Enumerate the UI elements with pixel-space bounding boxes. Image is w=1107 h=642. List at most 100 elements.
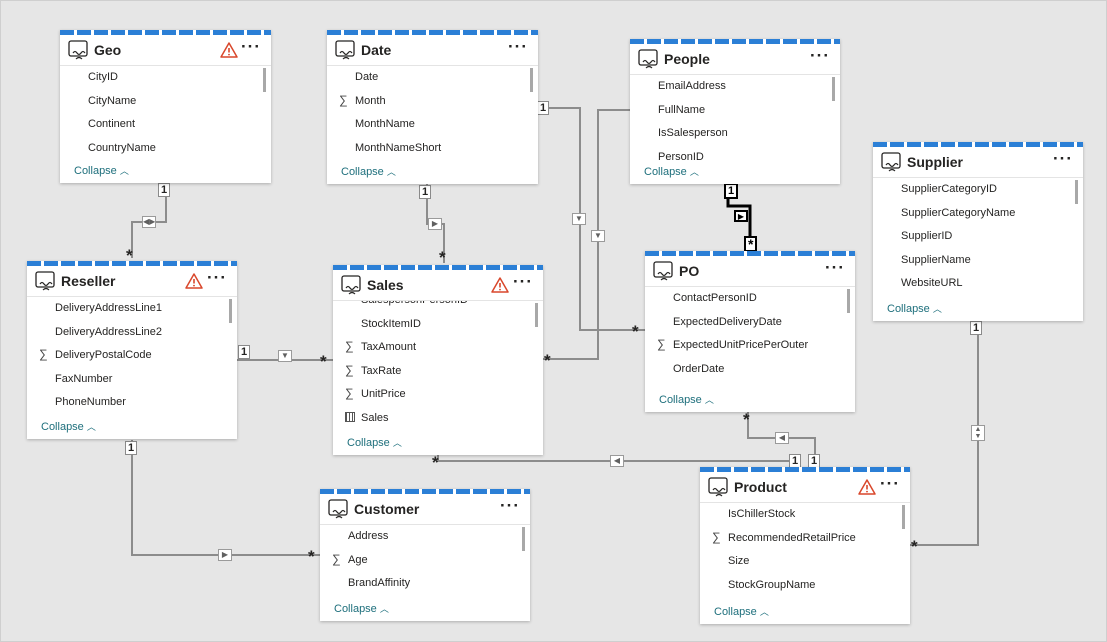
field-row[interactable]: PersonID	[630, 146, 828, 163]
field-row[interactable]: DeliveryAddressLine2	[27, 321, 225, 345]
table-header[interactable]: Customer···	[320, 494, 530, 525]
field-row[interactable]: SupplierCategoryName	[873, 202, 1071, 226]
table-header[interactable]: Geo···	[60, 35, 271, 66]
field-row[interactable]: Continent	[60, 113, 259, 137]
rel-date-po-arrow-icon[interactable]: ▼	[572, 213, 586, 225]
scrollbar[interactable]	[530, 68, 533, 92]
collapse-button[interactable]: Collapse︿	[644, 165, 699, 178]
field-row[interactable]: Sales	[333, 407, 531, 431]
table-card-product[interactable]: Product···IsChillerStock∑RecommendedReta…	[700, 467, 910, 624]
more-options-icon[interactable]: ···	[825, 258, 845, 277]
collapse-button[interactable]: Collapse︿	[659, 393, 714, 406]
more-options-icon[interactable]: ···	[241, 37, 261, 56]
field-row[interactable]: Size	[700, 550, 898, 574]
scrollbar[interactable]	[229, 299, 232, 323]
collapse-button[interactable]: Collapse︿	[347, 436, 402, 449]
more-options-icon[interactable]: ···	[1053, 149, 1073, 168]
rel-product-sales-arrow-icon[interactable]: ◀	[610, 455, 624, 467]
field-row[interactable]: Address	[320, 525, 518, 549]
scrollbar[interactable]	[522, 527, 525, 551]
more-options-icon[interactable]: ···	[810, 46, 830, 65]
table-header[interactable]: Product···	[700, 472, 910, 503]
field-row[interactable]: SupplierName	[873, 249, 1071, 273]
table-header[interactable]: Reseller···	[27, 266, 237, 297]
field-row[interactable]: ∑TaxAmount	[333, 336, 531, 360]
table-header[interactable]: Sales···	[333, 270, 543, 301]
field-row[interactable]: DeliveryAddressLine1	[27, 297, 225, 321]
more-options-icon[interactable]: ···	[500, 496, 520, 515]
rel-people-po-arrow-icon[interactable]: ▶	[734, 210, 748, 222]
field-row[interactable]: ∑DeliveryPostalCode	[27, 344, 225, 368]
rel-people-po-many[interactable]: *	[744, 236, 758, 252]
field-row[interactable]: PhoneNumber	[27, 391, 225, 415]
collapse-button[interactable]: Collapse︿	[334, 602, 389, 615]
table-header[interactable]: People···	[630, 44, 840, 75]
rel-product-po-arrow-icon[interactable]: ◀	[775, 432, 789, 444]
field-row[interactable]: SupplierCategoryID	[873, 178, 1071, 202]
rel-reseller-customer-arrow-icon[interactable]: ▶	[218, 549, 232, 561]
warning-icon[interactable]	[491, 276, 509, 294]
field-row[interactable]: CountryName	[60, 137, 259, 161]
field-row[interactable]: MonthName	[327, 113, 526, 137]
field-row[interactable]: StockItemID	[333, 313, 531, 337]
collapse-button[interactable]: Collapse︿	[887, 302, 942, 315]
field-row[interactable]: EmailAddress	[630, 75, 828, 99]
warning-icon[interactable]	[185, 272, 203, 290]
field-row[interactable]: WebsiteURL	[873, 272, 1071, 296]
field-row[interactable]: CityName	[60, 90, 259, 114]
field-row[interactable]: IsSalesperson	[630, 122, 828, 146]
more-options-icon[interactable]: ···	[513, 272, 533, 291]
field-row[interactable]: OrderDate	[645, 358, 843, 382]
rel-supplier-product-both-icon[interactable]: ▲▼	[971, 425, 985, 441]
field-row[interactable]: ContactPersonID	[645, 287, 843, 311]
rel-reseller-sales-arrow-icon[interactable]: ▼	[278, 350, 292, 362]
more-options-icon[interactable]: ···	[207, 268, 227, 287]
field-row[interactable]: ∑Age	[320, 549, 518, 573]
field-row[interactable]: CityID	[60, 66, 259, 90]
field-row[interactable]: SupplierID	[873, 225, 1071, 249]
more-options-icon[interactable]: ···	[508, 37, 528, 56]
table-header[interactable]: Date···	[327, 35, 538, 66]
collapse-button[interactable]: Collapse︿	[714, 605, 769, 618]
collapse-button[interactable]: Collapse︿	[74, 164, 129, 177]
warning-icon[interactable]	[220, 41, 238, 59]
rel-geo-reseller-both-icon[interactable]: ◀▶	[142, 216, 156, 228]
field-row[interactable]: ∑UnitPrice	[333, 383, 531, 407]
rel-people-po-one[interactable]: 1	[724, 183, 739, 199]
scrollbar[interactable]	[263, 68, 266, 92]
field-row[interactable]: FaxNumber	[27, 368, 225, 392]
collapse-button[interactable]: Collapse︿	[341, 165, 396, 178]
table-header[interactable]: PO···	[645, 256, 855, 287]
table-header[interactable]: Supplier···	[873, 147, 1083, 178]
field-row[interactable]: ExpectedDeliveryDate	[645, 311, 843, 335]
collapse-button[interactable]: Collapse︿	[41, 420, 96, 433]
scrollbar[interactable]	[1075, 180, 1078, 204]
field-row[interactable]: ∑ExpectedUnitPricePerOuter	[645, 334, 843, 358]
scrollbar[interactable]	[847, 289, 850, 313]
more-options-icon[interactable]: ···	[880, 474, 900, 493]
field-row[interactable]: MonthNameShort	[327, 137, 526, 161]
field-row[interactable]: Date	[327, 66, 526, 90]
field-row[interactable]: IsChillerStock	[700, 503, 898, 527]
field-row[interactable]: BrandAffinity	[320, 572, 518, 596]
rel-date-sales-arrow-icon[interactable]: ▶	[428, 218, 442, 230]
scrollbar[interactable]	[535, 303, 538, 327]
table-card-sales[interactable]: Sales···SalespersonPersonIDStockItemID∑T…	[333, 265, 543, 455]
field-row[interactable]: StockGroupName	[700, 574, 898, 598]
field-list[interactable]: SalespersonPersonIDStockItemID∑TaxAmount…	[333, 301, 531, 433]
scrollbar[interactable]	[902, 505, 905, 529]
